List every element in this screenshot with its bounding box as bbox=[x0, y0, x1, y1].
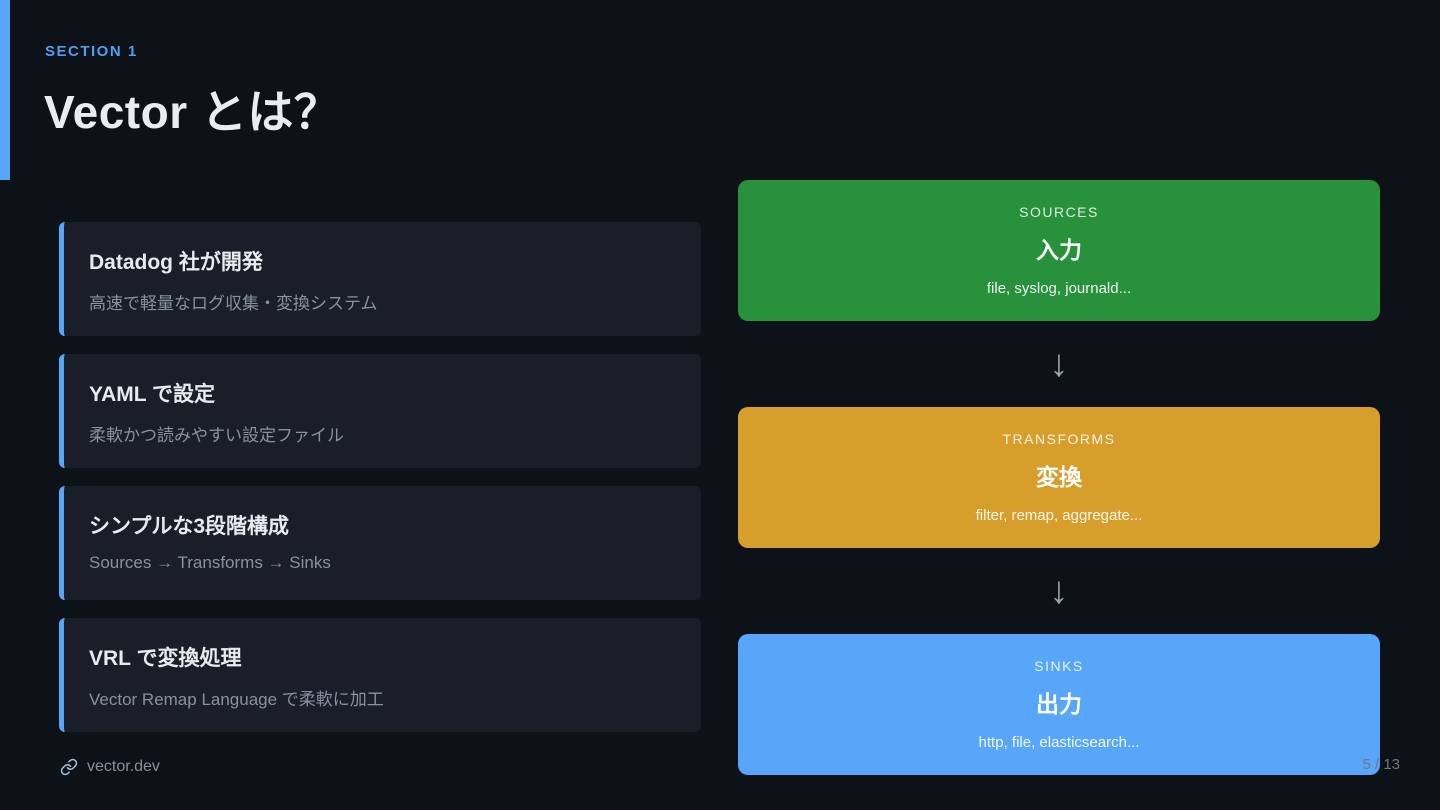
stage-examples: filter, remap, aggregate... bbox=[975, 507, 1143, 524]
pipeline-stage-sinks: SINKS 出力 http, file, elasticsearch... bbox=[738, 634, 1380, 775]
feature-card-description: Sources → Transforms → Sinks bbox=[89, 553, 331, 572]
site-link-label: vector.dev bbox=[87, 758, 160, 775]
feature-card-description: Vector Remap Language で柔軟に加工 bbox=[89, 690, 384, 709]
feature-card: YAML で設定 柔軟かつ読みやすい設定ファイル bbox=[59, 354, 701, 468]
down-arrow-icon: ↓ bbox=[1049, 570, 1069, 612]
stage-examples: file, syslog, journald... bbox=[986, 280, 1132, 297]
stage-label: TRANSFORMS bbox=[1002, 431, 1116, 447]
page-number: 5 / 13 bbox=[1362, 756, 1400, 773]
feature-card-description: 高速で軽量なログ収集・変換システム bbox=[89, 294, 378, 313]
pipeline-stage-sources: SOURCES 入力 file, syslog, journald... bbox=[738, 180, 1380, 321]
down-arrow-icon: ↓ bbox=[1049, 343, 1069, 385]
pipeline-stage-transforms: TRANSFORMS 変換 filter, remap, aggregate..… bbox=[738, 407, 1380, 548]
feature-card-description: 柔軟かつ読みやすい設定ファイル bbox=[89, 426, 344, 445]
stage-name: 出力 bbox=[1036, 691, 1082, 717]
feature-card-title: VRL で変換処理 bbox=[89, 647, 242, 670]
section-label: SECTION 1 bbox=[45, 43, 138, 60]
feature-card-list: Datadog 社が開発 高速で軽量なログ収集・変換システム YAML で設定 … bbox=[59, 222, 701, 732]
feature-card: Datadog 社が開発 高速で軽量なログ収集・変換システム bbox=[59, 222, 701, 336]
feature-card: シンプルな3段階構成 Sources → Transforms → Sinks bbox=[59, 486, 701, 600]
feature-card-title: シンプルな3段階構成 bbox=[89, 515, 290, 538]
feature-card: VRL で変換処理 Vector Remap Language で柔軟に加工 bbox=[59, 618, 701, 732]
stage-label: SOURCES bbox=[1019, 204, 1099, 220]
site-link[interactable]: vector.dev bbox=[60, 758, 160, 776]
accent-bar bbox=[0, 0, 10, 180]
link-icon bbox=[60, 758, 78, 776]
stage-name: 入力 bbox=[1036, 237, 1082, 263]
stage-examples: http, file, elasticsearch... bbox=[978, 734, 1140, 751]
page-title: Vector とは？ bbox=[44, 86, 341, 138]
stage-name: 変換 bbox=[1036, 464, 1082, 490]
feature-card-title: YAML で設定 bbox=[89, 383, 216, 406]
pipeline-diagram: SOURCES 入力 file, syslog, journald... ↓ T… bbox=[738, 180, 1380, 775]
feature-card-title: Datadog 社が開発 bbox=[89, 251, 263, 274]
stage-label: SINKS bbox=[1034, 658, 1084, 674]
